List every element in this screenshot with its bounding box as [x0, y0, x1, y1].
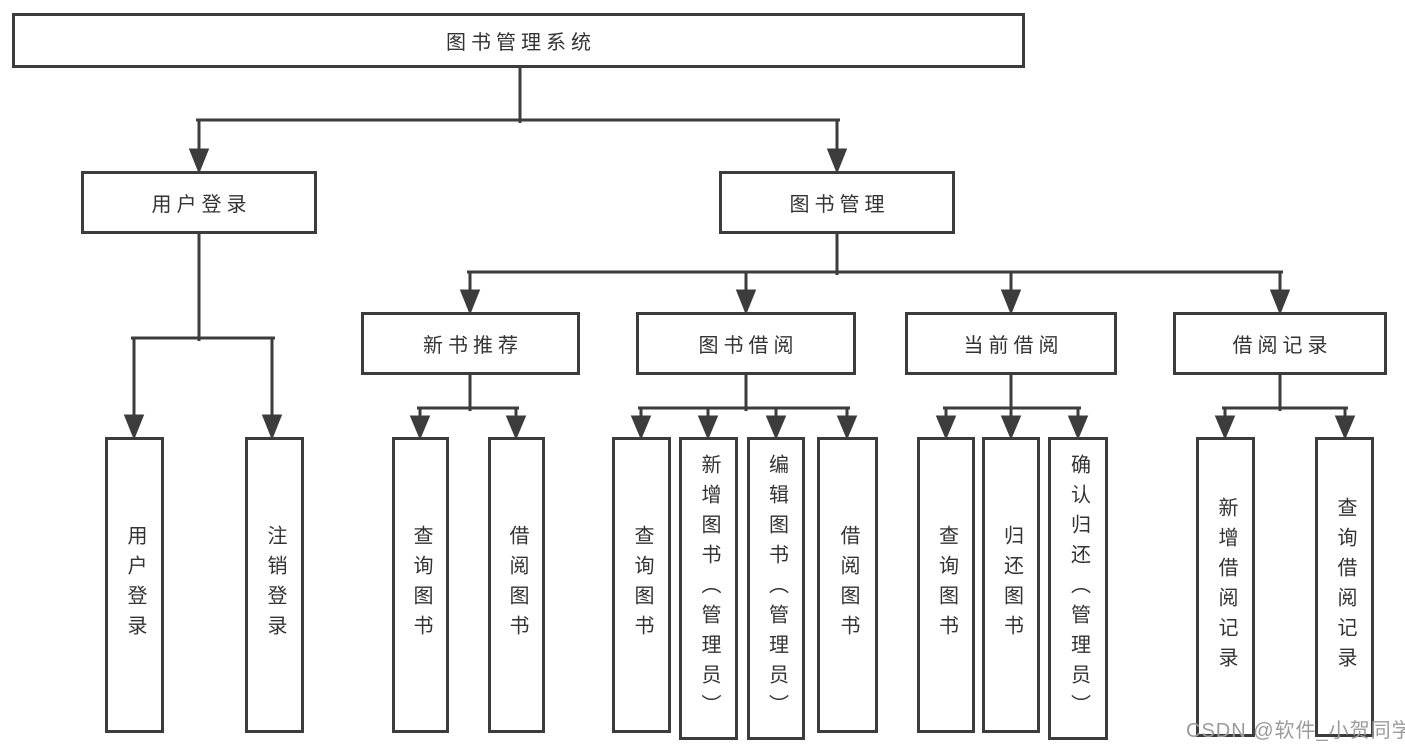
arrowhead-down	[735, 289, 757, 316]
leaf-user-login: 用户登录	[105, 437, 164, 733]
watermark-text: CSDN @软件_小贺同学	[1186, 720, 1405, 742]
leaf-borrow-books-borrowing: 借阅图书	[817, 437, 878, 733]
leaf-label: 编辑图书（管理员）	[765, 453, 788, 724]
leaf-logout: 注销登录	[245, 437, 304, 733]
arrowhead-down	[188, 148, 210, 175]
node-library-system: 图书管理系统	[12, 13, 1025, 68]
leaf-query-books-borrowing: 查询图书	[612, 437, 671, 733]
arrowhead-down	[1000, 415, 1022, 440]
arrowhead-down	[1269, 289, 1291, 316]
leaf-label: 查询图书	[631, 525, 653, 645]
leaf-edit-books-admin: 编辑图书（管理员）	[747, 437, 805, 740]
arrowhead-down	[1334, 415, 1356, 440]
arrowhead-down	[123, 414, 145, 441]
leaf-label: 查询借阅记录	[1334, 497, 1356, 677]
node-new-book-recommendation: 新书推荐	[361, 312, 580, 375]
node-current-borrowing: 当前借阅	[905, 312, 1117, 375]
arrowhead-down	[630, 415, 652, 440]
leaf-query-borrow-record: 查询借阅记录	[1315, 437, 1374, 737]
leaf-add-borrow-record: 新增借阅记录	[1196, 437, 1255, 737]
leaf-add-books-admin: 新增图书（管理员）	[679, 437, 738, 740]
node-user-login: 用户登录	[81, 171, 317, 234]
arrowhead-down	[505, 415, 527, 440]
leaf-label: 新增图书（管理员）	[698, 453, 720, 724]
arrowhead-down	[1067, 415, 1089, 440]
leaf-return-books: 归还图书	[982, 437, 1040, 733]
arrowhead-down	[459, 289, 481, 316]
arrowhead-down	[1214, 415, 1236, 440]
leaf-confirm-return-admin: 确认归还（管理员）	[1048, 437, 1108, 740]
arrowhead-down	[836, 415, 858, 440]
leaf-label: 查询图书	[410, 525, 432, 645]
leaf-query-books-current: 查询图书	[917, 437, 975, 733]
arrowhead-down	[261, 414, 283, 441]
leaf-label: 借阅图书	[506, 525, 528, 645]
arrowhead-down	[765, 415, 787, 440]
arrowhead-down	[697, 415, 719, 440]
node-borrowing-records: 借阅记录	[1173, 312, 1387, 375]
arrowhead-down	[935, 415, 957, 440]
node-book-borrowing: 图书借阅	[636, 312, 856, 375]
arrowhead-down	[409, 415, 431, 440]
leaf-label: 用户登录	[124, 525, 146, 645]
arrowhead-down	[826, 148, 848, 175]
leaf-borrow-books-recommend: 借阅图书	[488, 437, 545, 733]
leaf-label: 新增借阅记录	[1215, 497, 1237, 677]
leaf-label: 归还图书	[1000, 525, 1023, 645]
arrowhead-down	[1000, 289, 1022, 316]
leaf-label: 借阅图书	[837, 525, 859, 645]
leaf-label: 查询图书	[935, 525, 958, 645]
leaf-label: 确认归还（管理员）	[1067, 453, 1090, 724]
leaf-query-books-recommend: 查询图书	[392, 437, 449, 733]
leaf-label: 注销登录	[264, 525, 286, 645]
node-book-management: 图书管理	[719, 171, 955, 234]
